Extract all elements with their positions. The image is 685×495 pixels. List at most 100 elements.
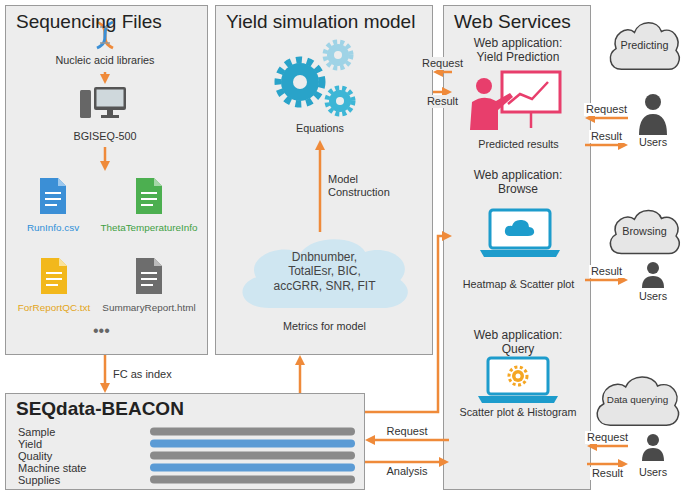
edge-label: Analysis: [385, 465, 430, 478]
node-label: Nucleic acid libraries: [40, 54, 170, 67]
dna-icon-part: [97, 22, 113, 48]
edge-label: Result: [590, 467, 625, 480]
more-files-mark: •••: [93, 322, 110, 340]
node-label: Web application: Browse: [468, 168, 568, 197]
dna-icon-part: [100, 26, 110, 28]
node-label: ThetaTemperatureInfo: [92, 222, 206, 234]
app-node: Web application: QueryScatter plot & His…: [449, 328, 587, 468]
laptop-icon-part: [512, 370, 524, 382]
icon-node: Equations: [265, 32, 375, 140]
presenter-icon: [470, 72, 560, 130]
gears-icon-part: [334, 51, 342, 59]
user-node: Users: [628, 262, 678, 306]
file-icon: [136, 178, 162, 214]
thought-cloud: Data querying: [592, 372, 683, 428]
thought-cloud: Browsing: [606, 206, 683, 256]
node-label: RunInfo.csv: [12, 222, 94, 234]
node-label: Web application: Query: [468, 328, 568, 357]
flow-arrow: [365, 461, 444, 464]
table-bars-part: [150, 464, 355, 472]
node-label: Users: [628, 136, 678, 149]
laptop-icon-part: [516, 374, 521, 379]
gears-icon-part: [293, 75, 307, 89]
gears-icon-part: [278, 60, 322, 104]
flow-arrow: [104, 355, 107, 388]
gears-icon-part: [327, 88, 353, 114]
node-label: Heatmap & Scatter plot: [452, 278, 585, 291]
file-node: RunInfo.csv: [12, 176, 94, 240]
flow-arrow: [438, 71, 452, 74]
gears-icon-part: [325, 42, 351, 68]
file-icon-part: [141, 193, 157, 205]
table-bars-part: [150, 428, 355, 436]
flow-arrow: [590, 117, 628, 120]
edge-label: Result: [425, 95, 460, 108]
panel: SEQdata-BEACONSampleYieldQualityMachine …: [5, 393, 365, 490]
user-icon-part: [645, 94, 661, 110]
user-icon-part: [639, 114, 667, 135]
file-icon: [136, 258, 162, 294]
dna-icon-part: [100, 42, 110, 44]
node-label: Equations: [265, 122, 375, 135]
presenter-icon-part: [530, 112, 533, 128]
flow-arrow: [104, 72, 107, 79]
computer-icon-part: [101, 115, 119, 118]
icon-node: BGISEQ-500: [50, 84, 160, 146]
presenter-icon-part: [502, 72, 560, 112]
gears-icon-part: [327, 44, 349, 66]
panel: Sequencing FilesNucleic acid librariesBG…: [5, 5, 208, 355]
user-icon: [642, 262, 664, 288]
edge-label: Request: [385, 425, 430, 438]
dna-icon: [97, 22, 113, 48]
computer-icon-part: [80, 90, 91, 118]
laptop-icon-part: [509, 367, 527, 385]
panel-title: SEQdata-BEACON: [16, 398, 184, 421]
presenter-icon-part: [470, 93, 513, 130]
gears-icon-part: [329, 90, 351, 112]
thought-cloud: Predicting: [606, 18, 683, 72]
node-label: Quality: [18, 450, 52, 463]
file-node: SummaryReport.html: [92, 256, 206, 320]
file-icon-part: [136, 178, 162, 214]
table-bars-part: [150, 452, 355, 460]
flow-arrow: [587, 463, 623, 466]
edge-label: Request: [420, 57, 465, 70]
table-bars-part: [150, 440, 355, 448]
edge-label: FC as index: [111, 368, 174, 381]
node-label: Supplies: [18, 474, 60, 487]
node-label: Scatter plot & Histogram: [449, 406, 587, 419]
laptop-icon: [478, 358, 558, 403]
table-bars: [150, 428, 355, 484]
computer-icon-part: [97, 90, 124, 107]
gears-icon-part: [336, 97, 344, 105]
node-label: ForReportQC.txt: [10, 302, 98, 314]
edge-label: Model Construction: [326, 173, 402, 198]
laptop-icon-part: [478, 396, 558, 403]
computer-icon: [80, 87, 126, 118]
flow-arrow: [585, 279, 623, 282]
computer-icon-part: [94, 87, 126, 110]
file-node: ThetaTemperatureInfo: [92, 176, 206, 240]
panel-title: Yield simulation model: [226, 11, 415, 34]
user-icon-part: [647, 262, 659, 274]
file-icon-part: [59, 258, 67, 266]
user-icon: [639, 94, 667, 135]
node-label: Data querying: [592, 394, 683, 406]
user-icon-part: [642, 448, 664, 461]
dna-icon-part: [97, 22, 113, 48]
flow-arrow: [299, 360, 302, 393]
node-label: Users: [628, 466, 678, 479]
node-label: Sample: [18, 426, 55, 439]
file-icon: [41, 258, 67, 294]
user-node: Users: [628, 92, 678, 152]
app-node: Web application: Yield PredictionPredict…: [452, 36, 585, 154]
file-node: ForReportQC.txt: [10, 256, 98, 320]
metrics-cloud: Dnbnumber, TotalEsr, BIC, accGRR, SNR, F…: [232, 232, 417, 340]
flow-arrow-part: [104, 147, 107, 166]
presenter-icon-part: [476, 78, 492, 94]
node-label: Dnbnumber, TotalEsr, BIC, accGRR, SNR, F…: [272, 250, 377, 293]
panel-title: Sequencing Files: [16, 11, 162, 34]
node-label: Yield: [18, 438, 42, 451]
